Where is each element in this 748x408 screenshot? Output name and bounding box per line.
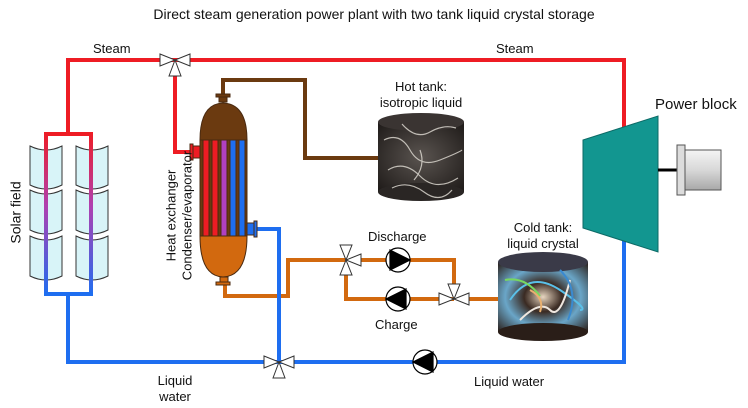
label-solar-field: Solar field xyxy=(7,181,24,244)
label-liquid-water-left-2: water xyxy=(159,389,191,404)
label-power-block: Power block xyxy=(655,96,737,113)
cold-pipe-charge xyxy=(344,264,454,301)
power-block xyxy=(582,115,722,253)
label-discharge: Discharge xyxy=(368,229,427,244)
hot-fluid-pipe xyxy=(221,78,382,160)
valve-cold-left xyxy=(339,244,362,276)
cold-pipe-discharge xyxy=(350,258,456,291)
label-charge: Charge xyxy=(375,317,418,332)
solar-field xyxy=(29,132,109,296)
valve-cold-right xyxy=(438,283,470,306)
valves xyxy=(159,53,470,379)
label-hot-tank-1: Hot tank: xyxy=(394,79,448,94)
label-heat-exchanger-2: Condenser/evaporator xyxy=(179,150,195,281)
pump-discharge xyxy=(385,247,412,273)
heat-exchanger xyxy=(189,93,258,286)
steam-pipes xyxy=(66,58,626,154)
steam-pipe-main xyxy=(66,58,626,132)
valve-water xyxy=(263,355,295,379)
label-cold-tank-1: Cold tank: xyxy=(513,220,573,235)
steam-pipe-hx xyxy=(173,75,196,154)
pumps xyxy=(384,247,438,375)
water-pipes xyxy=(66,227,626,364)
water-pipe-hx xyxy=(256,227,281,362)
label-steam-right: Steam xyxy=(496,41,534,56)
cold-fluid-pipes xyxy=(223,258,500,301)
cold-pipe-hx xyxy=(223,258,346,298)
label-liquid-water-left-1: Liquid xyxy=(157,373,193,388)
pump-charge xyxy=(384,286,411,312)
water-pipe-main xyxy=(66,228,626,364)
label-cold-tank-2: liquid crystal xyxy=(507,236,579,251)
label-steam-left: Steam xyxy=(93,41,131,56)
hot-tank xyxy=(378,113,464,201)
diagram-title: Direct steam generation power plant with… xyxy=(153,6,595,22)
label-heat-exchanger-1: Heat exchanger xyxy=(163,169,179,262)
cold-tank xyxy=(498,252,588,341)
label-hot-tank-2: isotropic liquid xyxy=(379,95,463,110)
valve-steam xyxy=(159,53,191,77)
pump-water xyxy=(411,349,438,375)
label-liquid-water-right: Liquid water xyxy=(474,374,545,389)
